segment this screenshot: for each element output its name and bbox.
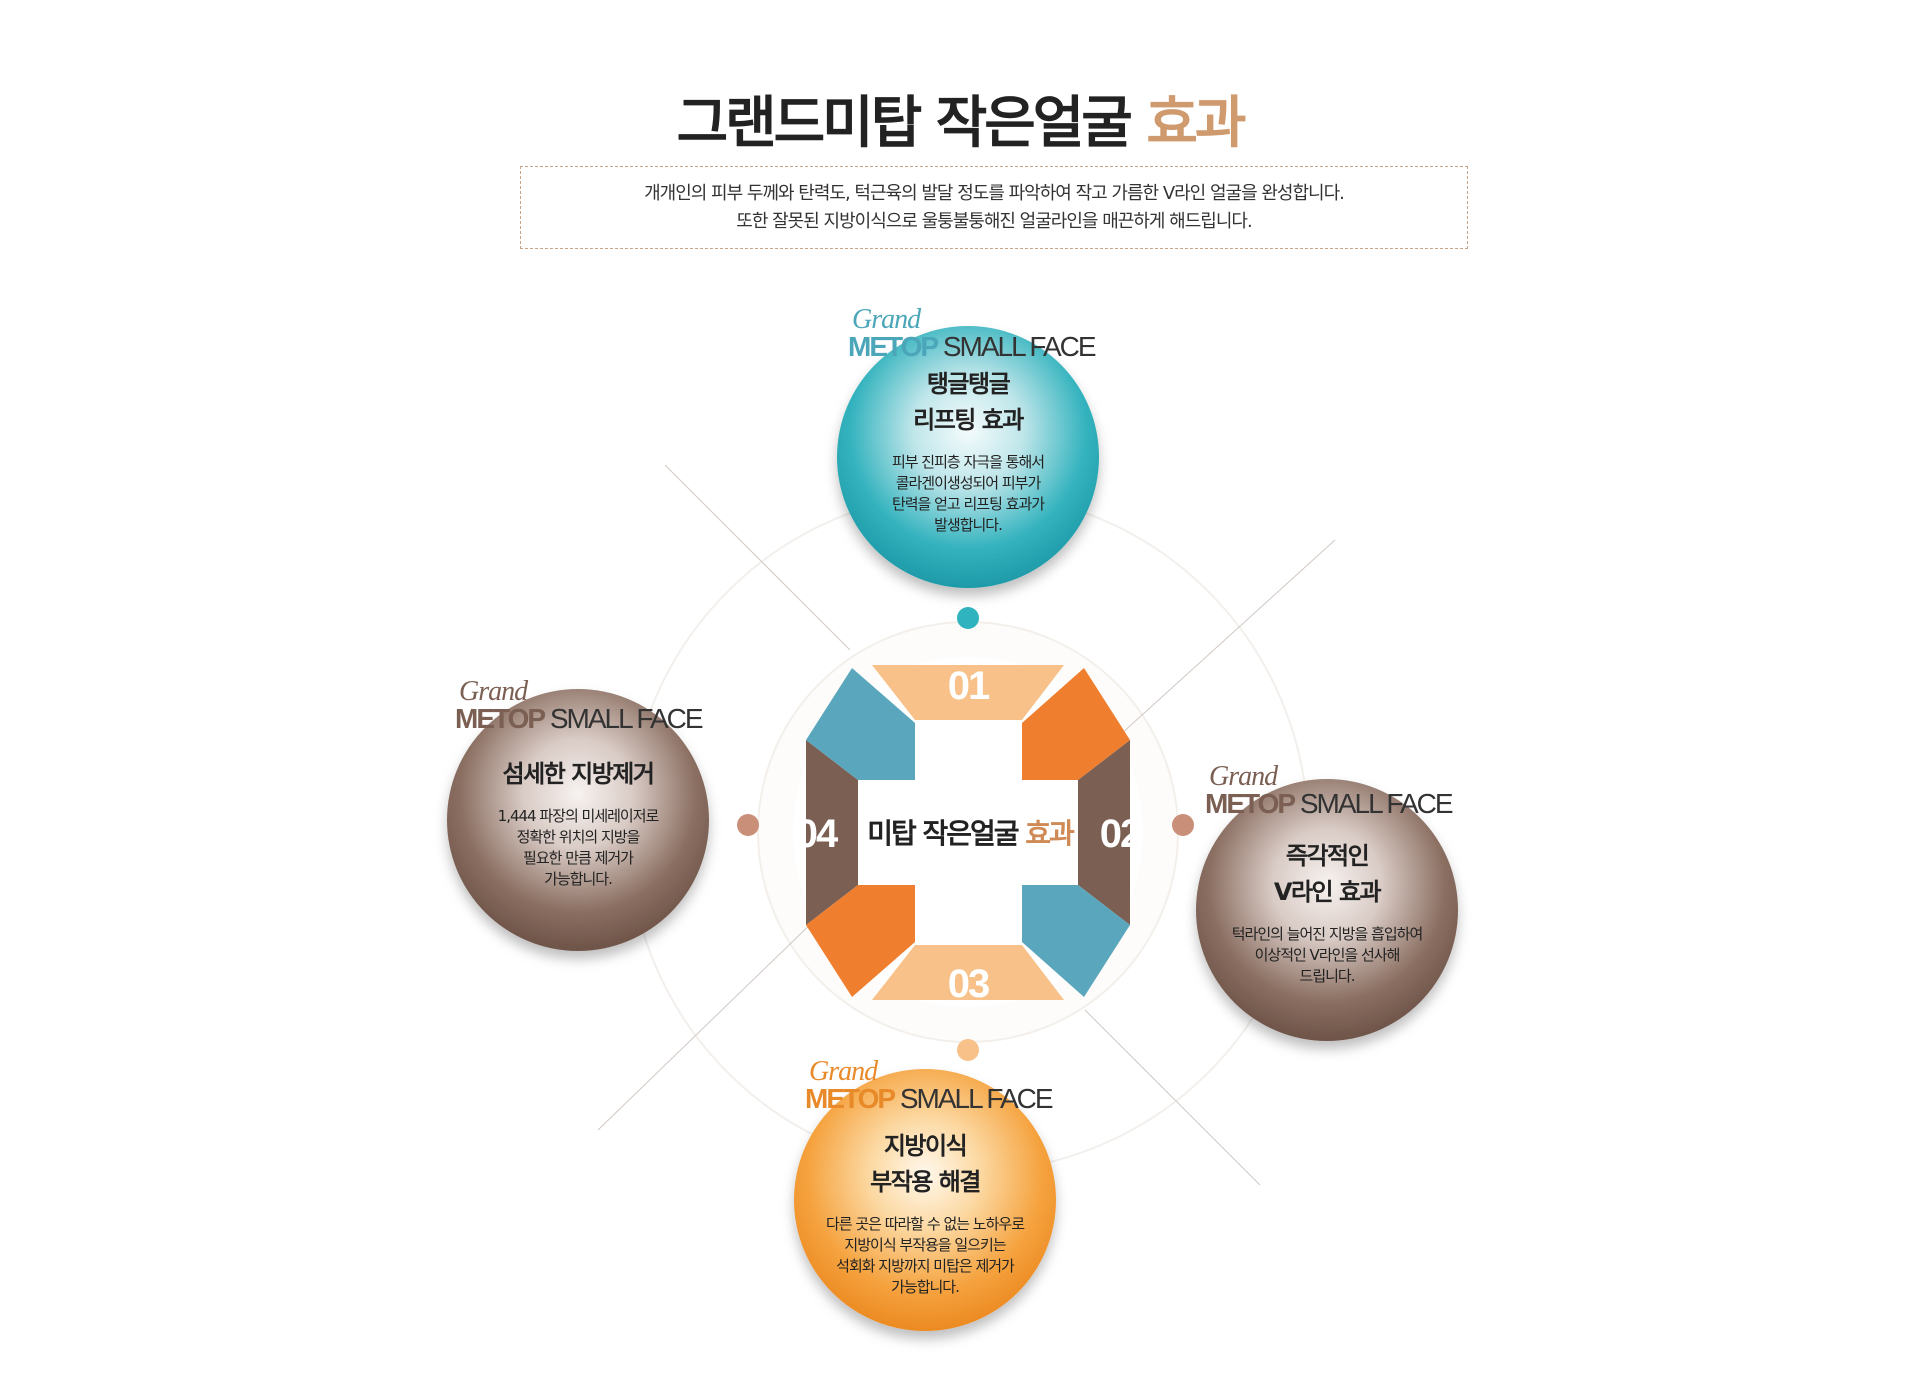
center-cross	[858, 720, 1078, 945]
segment-top-right	[1022, 668, 1130, 780]
intro-box: 개개인의 피부 두께와 탄력도, 턱근육의 발달 정도를 파악하여 작고 가름한…	[520, 166, 1468, 249]
intro-line-2: 또한 잘못된 지방이식으로 울퉁불퉁해진 얼굴라인을 매끈하게 해드립니다.	[736, 211, 1252, 232]
item-title-line1: 즉각적인	[1285, 842, 1370, 870]
connector-dot-left	[737, 814, 759, 836]
brand-metop: METOP SMALL FACE	[1205, 788, 1454, 819]
connector-dot-bottom	[957, 1039, 979, 1061]
guide-line	[597, 914, 821, 1131]
number-03: 03	[947, 962, 991, 1006]
circle-fat-graft	[794, 1069, 1056, 1331]
brand-metop: METOP SMALL FACE	[455, 703, 704, 734]
item-title-line1: 지방이식	[883, 1132, 968, 1160]
circle-fat-removal	[447, 689, 709, 951]
intro-line-1: 개개인의 피부 두께와 탄력도, 턱근육의 발달 정도를 파악하여 작고 가름한…	[644, 183, 1345, 204]
brand-label-bottom: Grand METOP SMALL FACE	[805, 1056, 1065, 1114]
brand-metop: METOP SMALL FACE	[848, 331, 1097, 362]
segment-top-left	[806, 668, 915, 780]
segment-02-right	[1078, 740, 1130, 925]
number-01: 01	[947, 664, 991, 708]
item-title-line2: V라인 효과	[1273, 878, 1382, 906]
brand-grand: Grand	[809, 1056, 878, 1087]
connector-dot-top	[957, 607, 979, 629]
connector-dot-right	[1172, 814, 1194, 836]
segment-bottom-right	[1022, 885, 1130, 997]
number-04: 04	[795, 812, 839, 856]
brand-label-right: Grand METOP SMALL FACE	[1205, 761, 1465, 819]
brand-grand: Grand	[459, 676, 528, 707]
segment-04-left	[806, 740, 858, 925]
circle-vline	[1196, 779, 1458, 1041]
segment-03-bottom	[872, 945, 1064, 1000]
segment-bottom-left	[806, 885, 915, 997]
number-02: 02	[1099, 812, 1143, 856]
guide-line	[1119, 539, 1336, 736]
item-title-line1: 탱글탱글	[926, 370, 1011, 398]
page-title: 그랜드미탑 작은얼굴 효과	[676, 91, 1247, 156]
circle-lifting	[837, 326, 1099, 588]
guide-line	[1084, 1009, 1261, 1186]
segment-01-top	[872, 665, 1064, 720]
guide-line	[664, 464, 851, 651]
item-title-line2: 리프팅 효과	[913, 406, 1024, 434]
brand-label-left: Grand METOP SMALL FACE	[455, 676, 715, 734]
brand-grand: Grand	[1209, 761, 1278, 792]
item-title-line2: 부작용 해결	[870, 1168, 981, 1196]
center-title: 미탑 작은얼굴 효과	[867, 817, 1075, 850]
item-title-line1: 섬세한 지방제거	[502, 760, 655, 788]
brand-grand: Grand	[852, 304, 921, 335]
brand-metop: METOP SMALL FACE	[805, 1083, 1054, 1114]
brand-label-top: Grand METOP SMALL FACE	[848, 304, 1108, 362]
